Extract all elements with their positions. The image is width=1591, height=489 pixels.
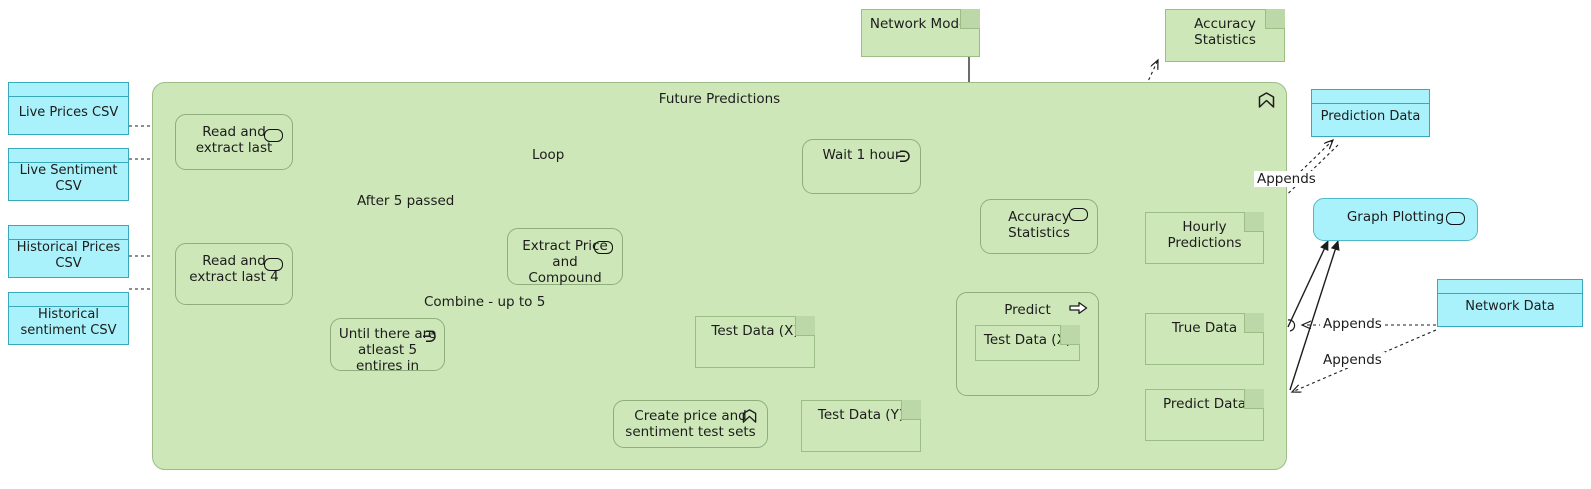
- note-fold-corner: [901, 400, 921, 420]
- rounded-rect-icon: [1446, 212, 1465, 225]
- action-graph-plotting[interactable]: Graph Plotting: [1313, 198, 1478, 241]
- data-box-historical-sentiment-csv[interactable]: Historical sentiment CSV: [8, 292, 129, 345]
- data-box-historical-prices-csv[interactable]: Historical Prices CSV: [8, 225, 129, 278]
- data-box-live-prices-csv[interactable]: Live Prices CSV: [8, 82, 129, 135]
- data-box-label: Live Sentiment CSV: [19, 162, 118, 194]
- artifact-label: Accuracy Statistics: [1194, 16, 1256, 49]
- artifact-network-model[interactable]: Network Model: [861, 9, 980, 57]
- action-label: Until there are atleast 5 entires in: [338, 326, 437, 375]
- action-label: Create price and sentiment test sets: [625, 408, 756, 441]
- note-fold-corner: [1060, 325, 1080, 345]
- data-box-live-sentiment-csv[interactable]: Live Sentiment CSV: [8, 148, 129, 201]
- note-fold-corner: [1244, 313, 1264, 333]
- note-fold-corner: [1265, 9, 1285, 29]
- note-fold-corner: [795, 316, 815, 336]
- action-label: Read and extract last: [195, 124, 273, 157]
- action-label: Read and extract last 4: [189, 253, 279, 286]
- artifact-accuracy-statistics-top[interactable]: Accuracy Statistics: [1165, 9, 1285, 62]
- data-box-label: Historical sentiment CSV: [20, 306, 117, 338]
- action-label: Accuracy Statistics: [1008, 209, 1070, 242]
- action-create-price-and-sentiment-test-sets[interactable]: Create price and sentiment test sets: [613, 400, 768, 448]
- data-box-header: [1438, 280, 1582, 294]
- artifact-test-data-y[interactable]: Test Data (Y): [801, 400, 921, 452]
- action-label: Wait 1 hour: [822, 147, 901, 163]
- edge-label-combine-up-to-5: Combine - up to 5: [420, 294, 550, 310]
- edge-label-appends-predict-data: Appends: [1320, 352, 1385, 368]
- artifact-label: Network Model: [869, 16, 972, 32]
- note-fold-corner: [1244, 389, 1264, 409]
- artifact-label: True Data: [1171, 320, 1238, 336]
- frame-title: Future Predictions: [658, 91, 781, 107]
- action-wait-1-hour[interactable]: Wait 1 hour: [802, 139, 921, 194]
- artifact-true-data[interactable]: True Data: [1145, 313, 1264, 365]
- action-label: Extract Price and Compound: [522, 238, 608, 287]
- data-box-label: Historical Prices CSV: [16, 239, 121, 271]
- data-box-label: Live Prices CSV: [18, 104, 119, 120]
- action-extract-price-and-compound[interactable]: Extract Price and Compound: [507, 228, 623, 287]
- edge-label-appends-true-data: Appends: [1320, 316, 1385, 332]
- artifact-predict-data[interactable]: Predict Data: [1145, 389, 1264, 441]
- action-until-five-entries[interactable]: Until there are atleast 5 entires in: [330, 318, 445, 374]
- edge-label-after-5-passed: After 5 passed: [353, 193, 459, 209]
- data-box-header: [9, 226, 128, 240]
- artifact-hourly-predictions[interactable]: Hourly Predictions: [1145, 212, 1264, 264]
- data-box-label: Prediction Data: [1320, 109, 1421, 125]
- artifact-test-data-x-inner[interactable]: Test Data (X): [975, 325, 1080, 361]
- data-box-network-data[interactable]: Network Data: [1437, 279, 1583, 327]
- data-box-label: Network Data: [1465, 299, 1555, 315]
- data-box-header: [9, 293, 128, 307]
- note-fold-corner: [960, 9, 980, 29]
- artifact-label: Test Data (X): [983, 332, 1072, 348]
- artifact-label: Hourly Predictions: [1167, 219, 1242, 252]
- action-read-and-extract-last-4[interactable]: Read and extract last 4: [175, 243, 293, 305]
- note-fold-corner: [1244, 212, 1264, 232]
- artifact-label: Predict Data: [1162, 396, 1247, 412]
- artifact-label: Test Data (X): [711, 323, 799, 339]
- artifact-label: Test Data (Y): [817, 407, 905, 423]
- action-read-and-extract-last[interactable]: Read and extract last: [175, 114, 293, 170]
- action-accuracy-statistics[interactable]: Accuracy Statistics: [980, 199, 1098, 254]
- call-arrow-icon: [1069, 301, 1088, 315]
- data-box-header: [9, 149, 128, 163]
- data-box-header: [1312, 90, 1429, 104]
- data-box-prediction-data[interactable]: Prediction Data: [1311, 89, 1430, 137]
- action-label: Graph Plotting: [1346, 209, 1445, 225]
- data-box-header: [9, 83, 128, 97]
- action-label: Predict: [1004, 302, 1051, 318]
- artifact-test-data-x[interactable]: Test Data (X): [695, 316, 815, 368]
- edge-label-appends-prediction-data: Appends: [1254, 171, 1319, 187]
- edge-label-loop: Loop: [528, 147, 569, 163]
